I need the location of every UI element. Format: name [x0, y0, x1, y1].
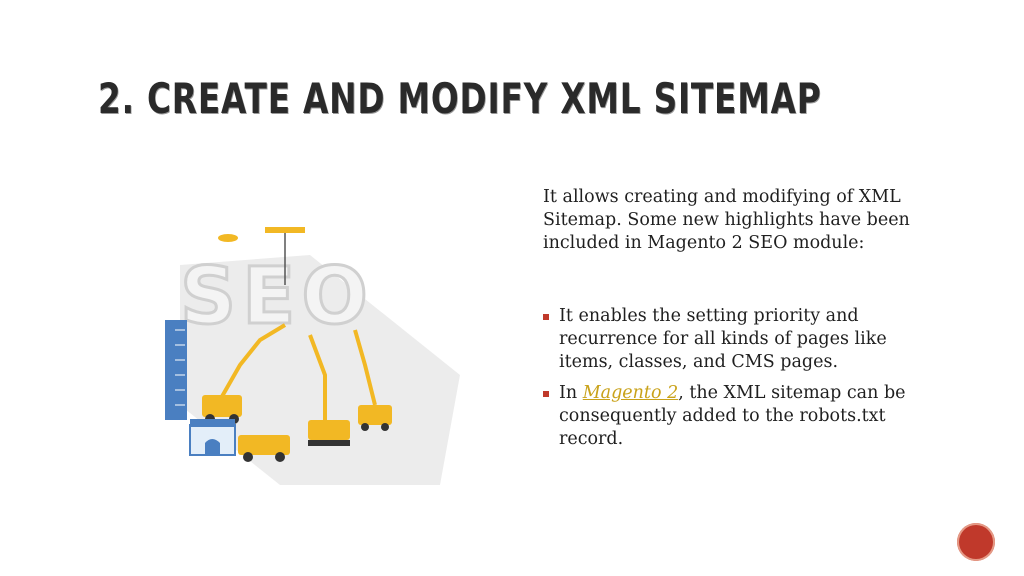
drone-icon [218, 234, 238, 242]
bullet-prefix: In [559, 383, 583, 403]
bullet-item: It enables the setting priority and recu… [543, 305, 943, 374]
vehicle-middle [308, 420, 350, 440]
bullet-list: It enables the setting priority and recu… [543, 305, 943, 451]
bullet-square-icon [543, 314, 549, 320]
crane-arm [265, 227, 305, 233]
bullet-item: In Magento 2, the XML sitemap can be con… [543, 382, 943, 451]
crane-arm-left [218, 323, 287, 401]
bullet-square-icon [543, 391, 549, 397]
slide-title: 2. Create and Modify XML Sitemap [98, 74, 822, 123]
crane-arm-right [353, 329, 377, 406]
truck [238, 435, 290, 455]
illustration-shadow [180, 255, 460, 485]
seo-word: SEO [180, 252, 374, 342]
content-text-block: It allows creating and modifying of XML … [543, 186, 943, 459]
seo-construction-illustration: SEO [165, 227, 460, 485]
bullet-text: It enables the setting priority and recu… [559, 306, 887, 372]
crane-arm-middle [308, 334, 327, 425]
intro-paragraph: It allows creating and modifying of XML … [543, 187, 910, 253]
page-number-badge [957, 523, 995, 561]
vehicle-right [358, 405, 392, 425]
ruler-ticks [175, 329, 185, 406]
bullet-suffix: , the XML sitemap can be consequently ad… [559, 383, 906, 449]
vehicle-left [202, 395, 242, 417]
magento-2-link[interactable]: Magento 2 [582, 383, 679, 403]
